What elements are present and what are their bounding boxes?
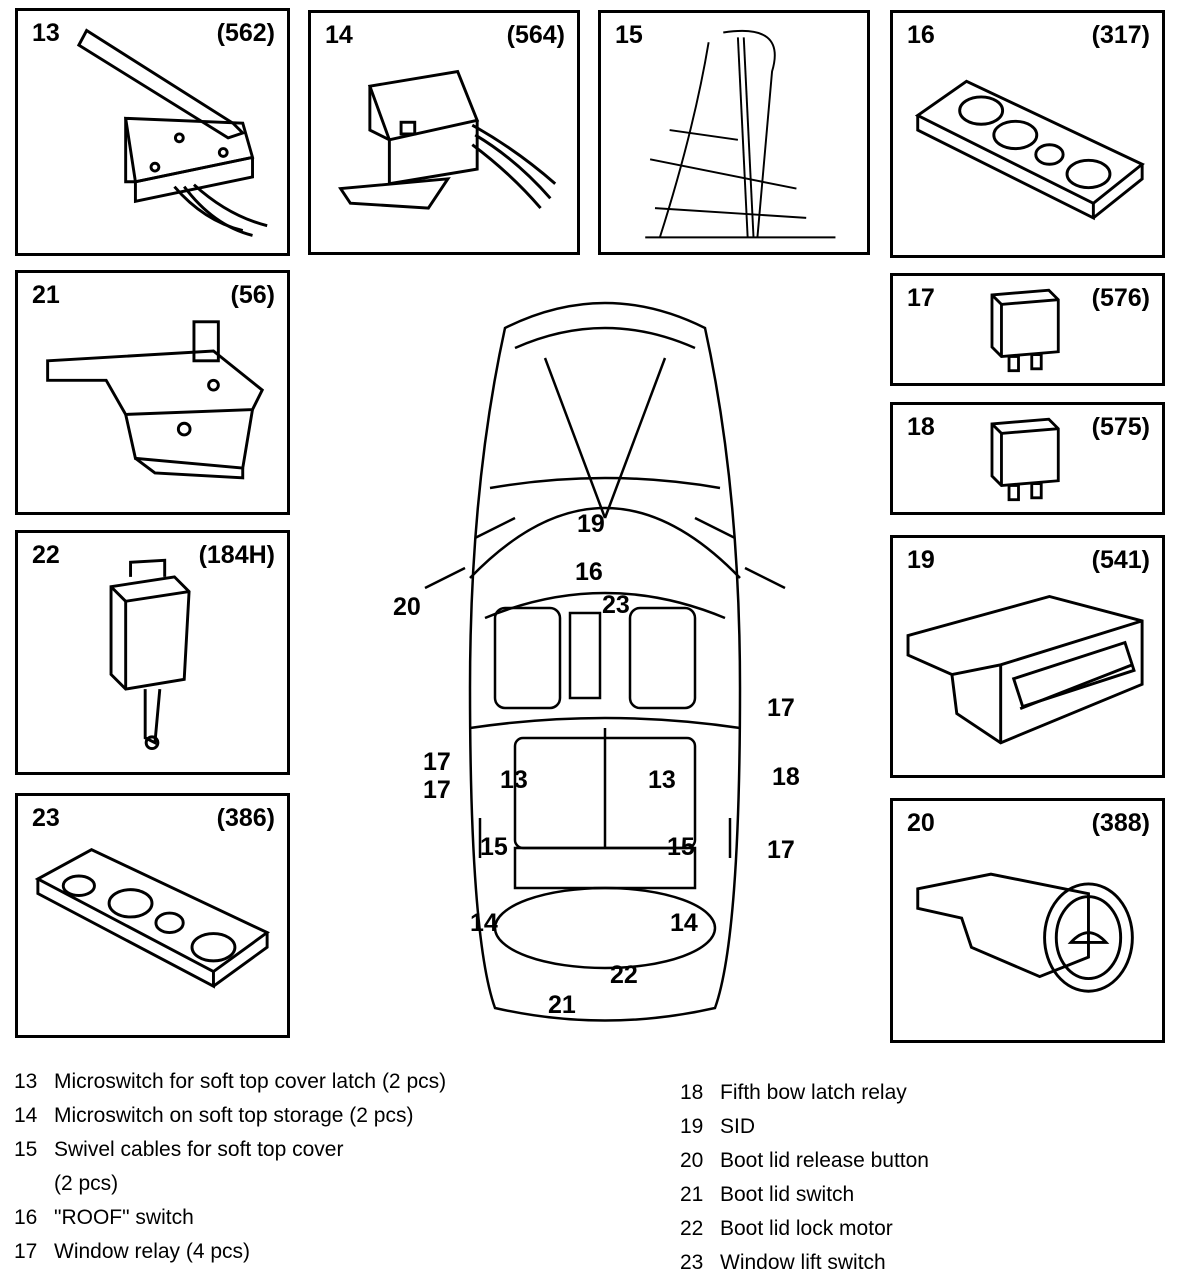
legend-text: Boot lid lock motor [720, 1217, 893, 1240]
boot-lid-lock-illustration [46, 320, 265, 480]
panel-22-lock-motor: 22 (184H) [15, 530, 290, 775]
microswitch-illustration [76, 28, 268, 237]
panel-number: 16 [907, 21, 935, 49]
legend-item: 20 Boot lid release button [680, 1144, 929, 1178]
panel-19-sid: 19 (541) [890, 535, 1165, 778]
legend-text: SID [720, 1115, 756, 1138]
legend-item: 22 Boot lid lock motor [680, 1212, 929, 1246]
callout-16: 16 [575, 558, 603, 586]
callout-13: 13 [648, 766, 676, 794]
callout-13: 13 [500, 766, 528, 794]
legend-item: 21 Boot lid switch [680, 1178, 929, 1212]
part-code: (317) [1091, 21, 1150, 49]
callout-19: 19 [577, 510, 605, 538]
lock-motor-illustration [109, 558, 191, 751]
legend-text: Boot lid switch [720, 1183, 855, 1206]
legend-num [14, 1167, 54, 1201]
part-code: (386) [216, 804, 275, 832]
release-button-illustration [916, 872, 1134, 993]
panel-number: 22 [32, 541, 60, 569]
legend-num: 16 [14, 1206, 38, 1229]
legend-num: 13 [14, 1070, 38, 1093]
callout-15: 15 [667, 833, 695, 861]
legend-item: 19 SID [680, 1110, 929, 1144]
legend-text: Boot lid release button [720, 1149, 929, 1172]
callout-22: 22 [610, 961, 638, 989]
panel-number: 20 [907, 809, 935, 837]
legend-left: 13 Microswitch for soft top cover latch (… [14, 1065, 446, 1269]
legend-num: 19 [680, 1115, 704, 1138]
callout-17: 17 [767, 836, 795, 864]
legend-item: 15 Swivel cables for soft top cover [14, 1133, 446, 1167]
callout-20: 20 [393, 593, 421, 621]
part-code: (56) [230, 281, 275, 309]
panel-number: 21 [32, 281, 60, 309]
callout-23: 23 [602, 591, 630, 619]
panel-14-microswitch-storage: 14 (564) [308, 10, 580, 255]
legend-text: Swivel cables for soft top cover [54, 1138, 344, 1161]
legend-num: 17 [14, 1240, 38, 1263]
car-top-view [424, 301, 786, 1022]
panel-number: 13 [32, 19, 60, 47]
panel-number: 15 [615, 21, 643, 49]
legend-item: 17 Window relay (4 pcs) [14, 1235, 446, 1269]
panel-number: 18 [907, 413, 935, 441]
legend-item: (2 pcs) [14, 1167, 446, 1201]
legend-item: 13 Microswitch for soft top cover latch (… [14, 1065, 446, 1099]
panel-17-window-relay: 17 (576) [890, 273, 1165, 386]
part-code: (388) [1091, 809, 1150, 837]
panel-21-boot-lid-switch: 21 (56) [15, 270, 290, 515]
panel-number: 23 [32, 804, 60, 832]
callout-21: 21 [548, 991, 576, 1019]
legend-text: Microswitch for soft top cover latch (2 … [54, 1070, 447, 1093]
legend-text: Window lift switch [720, 1251, 886, 1274]
storage-microswitch-illustration [338, 69, 557, 210]
part-code: (184H) [198, 541, 275, 569]
legend-text: Microswitch on soft top storage (2 pcs) [54, 1104, 414, 1127]
panel-18-fifth-bow-relay: 18 (575) [890, 402, 1165, 515]
callout-17: 17 [767, 694, 795, 722]
panel-number: 14 [325, 21, 353, 49]
callout-14: 14 [670, 909, 698, 937]
part-code: (564) [506, 21, 565, 49]
panel-23-window-lift-switch: 23 (386) [15, 793, 290, 1038]
callout-18: 18 [772, 763, 800, 791]
callout-14: 14 [470, 909, 498, 937]
legend-item: 18 Fifth bow latch relay [680, 1076, 929, 1110]
swivel-cable-illustration [645, 29, 836, 239]
part-code: (576) [1091, 284, 1150, 312]
panel-16-roof-switch: 16 (317) [890, 10, 1165, 258]
relay-illustration [990, 417, 1060, 502]
legend-num: 18 [680, 1081, 704, 1104]
legend-num: 15 [14, 1138, 38, 1161]
legend-text: (2 pcs) [54, 1172, 119, 1195]
legend-text: "ROOF" switch [54, 1206, 194, 1229]
legend-item: 14 Microswitch on soft top storage (2 pcs… [14, 1099, 446, 1133]
callout-17: 17 [423, 776, 451, 804]
legend-num: 23 [680, 1251, 704, 1274]
callout-15: 15 [480, 833, 508, 861]
panel-13-microswitch: 13 (562) [15, 8, 290, 256]
window-lift-switch-illustration [34, 848, 270, 989]
legend-item: 23 Window lift switch [680, 1246, 929, 1280]
legend-item: 16 "ROOF" switch [14, 1201, 446, 1235]
legend-num: 20 [680, 1149, 704, 1172]
part-code: (575) [1091, 413, 1150, 441]
sid-unit-illustration [906, 595, 1144, 745]
part-code: (562) [216, 19, 275, 47]
legend-num: 22 [680, 1217, 704, 1240]
legend-text: Fifth bow latch relay [720, 1081, 907, 1104]
legend-text: Window relay (4 pcs) [54, 1240, 251, 1263]
roof-switch-illustration [914, 79, 1145, 221]
panel-15-swivel-cables: 15 [598, 10, 870, 255]
panel-number: 19 [907, 546, 935, 574]
callout-17: 17 [423, 748, 451, 776]
panel-number: 17 [907, 284, 935, 312]
legend-num: 14 [14, 1104, 38, 1127]
legend-num: 21 [680, 1183, 704, 1206]
part-code: (541) [1091, 546, 1150, 574]
relay-illustration [990, 288, 1060, 373]
panel-20-release-button: 20 (388) [890, 798, 1165, 1043]
